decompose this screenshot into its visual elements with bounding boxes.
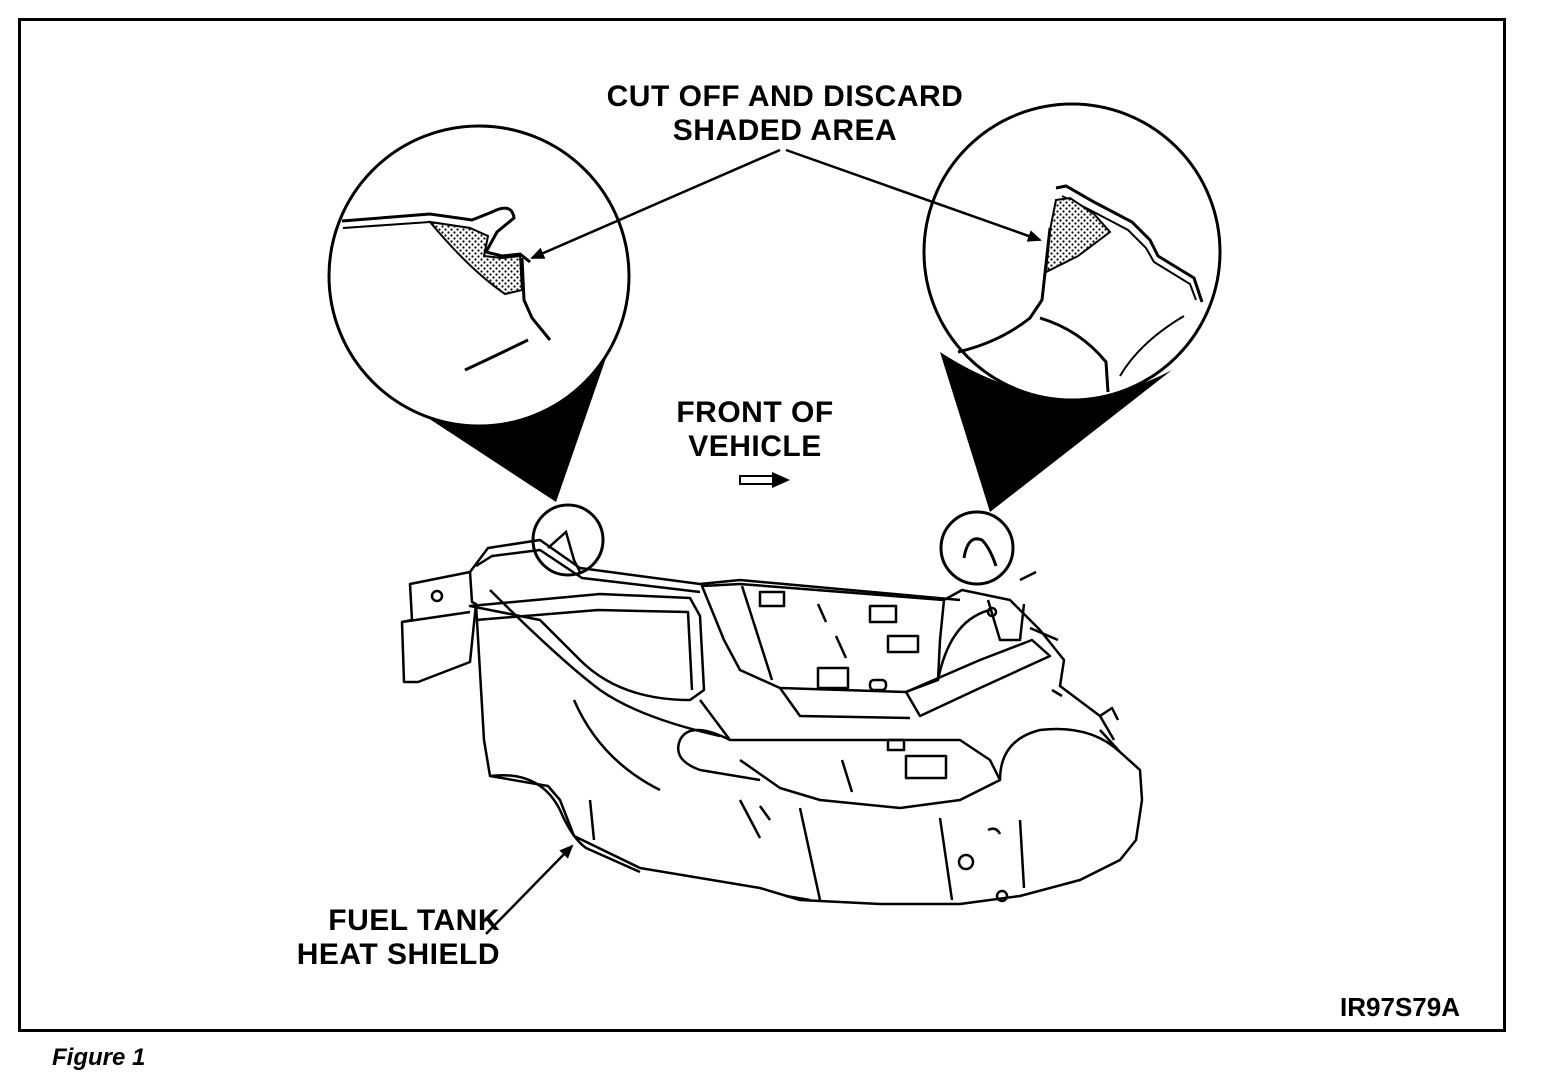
heat-shield-body	[400, 538, 1144, 906]
arrow-to-right-shaded	[785, 148, 1042, 242]
fuel-label-line2: HEAT SHIELD	[296, 937, 500, 971]
left-detail-view	[327, 124, 631, 502]
front-label-line2: VEHICLE	[688, 429, 822, 463]
cut-off-label-line1: CUT OFF AND DISCARD	[606, 80, 964, 113]
fuel-label-line1: FUEL TANK	[328, 904, 500, 937]
right-locator-circle	[939, 510, 1015, 586]
left-shaded-area	[427, 220, 524, 296]
arrow-to-left-shaded	[530, 148, 781, 260]
figure-caption: Figure 1	[52, 1044, 146, 1071]
fuel-tank-heat-shield-label: FUEL TANK HEAT SHIELD	[220, 904, 500, 971]
front-of-vehicle-label: FRONT OF VEHICLE	[640, 396, 870, 463]
figure-frame	[18, 18, 1506, 1032]
front-label-line1: FRONT OF	[676, 396, 834, 429]
front-direction-arrow	[739, 472, 790, 488]
figure-code: IR97S79A	[1340, 992, 1460, 1022]
cut-off-label-line2: SHADED AREA	[672, 113, 898, 147]
right-detail-view	[922, 102, 1222, 512]
left-locator-circle	[531, 503, 605, 577]
cut-off-label: CUT OFF AND DISCARD SHADED AREA	[560, 80, 1010, 147]
arrow-to-heat-shield	[485, 844, 574, 935]
